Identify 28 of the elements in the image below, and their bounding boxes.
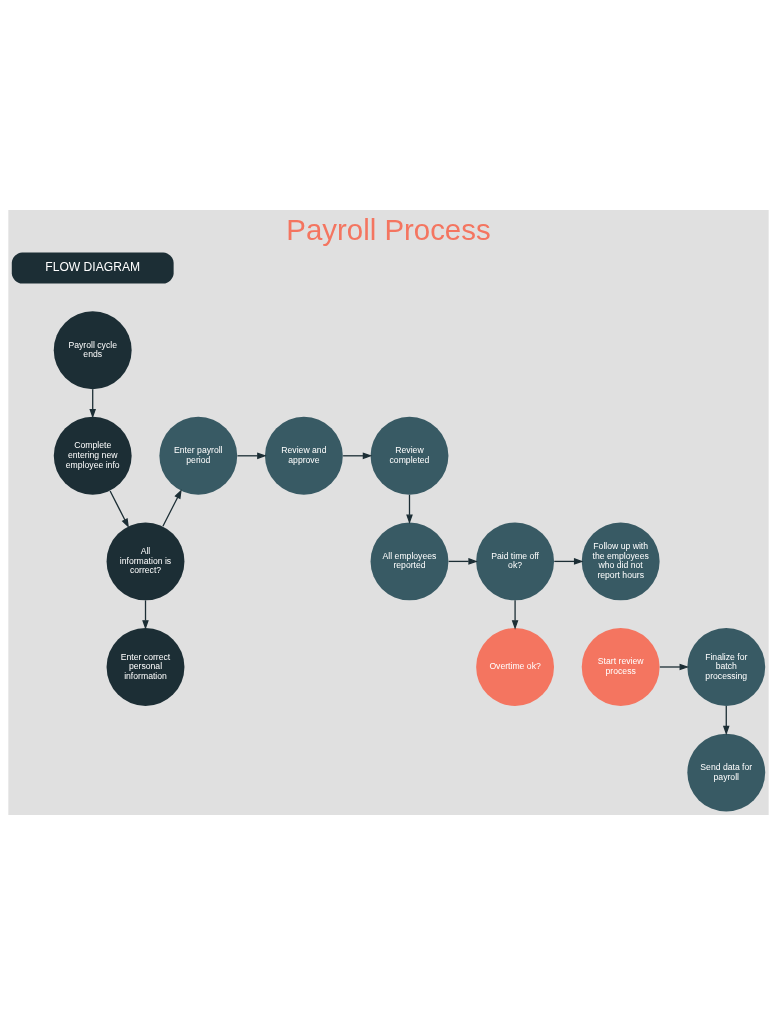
node-circle: Payroll cycle ends	[53, 310, 132, 389]
arrow	[162, 488, 182, 527]
arrow	[659, 663, 690, 670]
node-circle: Paid time off ok?	[476, 521, 555, 600]
node-circle: Overtime ok?	[476, 627, 555, 706]
arrow	[236, 451, 267, 459]
arrow	[448, 557, 478, 565]
node-circle: All employees reported	[370, 521, 449, 600]
arrow	[406, 493, 413, 524]
arrow	[89, 388, 97, 418]
diagram-title: Payroll Process	[286, 212, 491, 246]
node-circle: Send data for payroll	[687, 733, 766, 812]
arrow	[342, 451, 373, 459]
node-circle: Review completed	[370, 416, 449, 495]
node-circle: Follow up with the employees who did not report hours	[581, 521, 660, 600]
arrow	[722, 704, 730, 735]
node-circle: Review and approve	[264, 416, 343, 495]
arrow	[553, 557, 584, 565]
node-circle: Finalize for batch processing	[687, 627, 766, 706]
node-circle: Enter correct personal information	[106, 627, 185, 706]
arrow	[511, 599, 519, 630]
node-circle: All information is correct?	[106, 521, 185, 600]
node-circle: Start review process	[581, 627, 660, 706]
node-circle: Enter payroll period	[159, 416, 238, 495]
node-circle: Complete entering new employee info	[53, 416, 132, 495]
arrow	[109, 489, 129, 528]
node-box: FLOW DIAGRAM	[11, 251, 174, 284]
arrow	[142, 599, 149, 630]
